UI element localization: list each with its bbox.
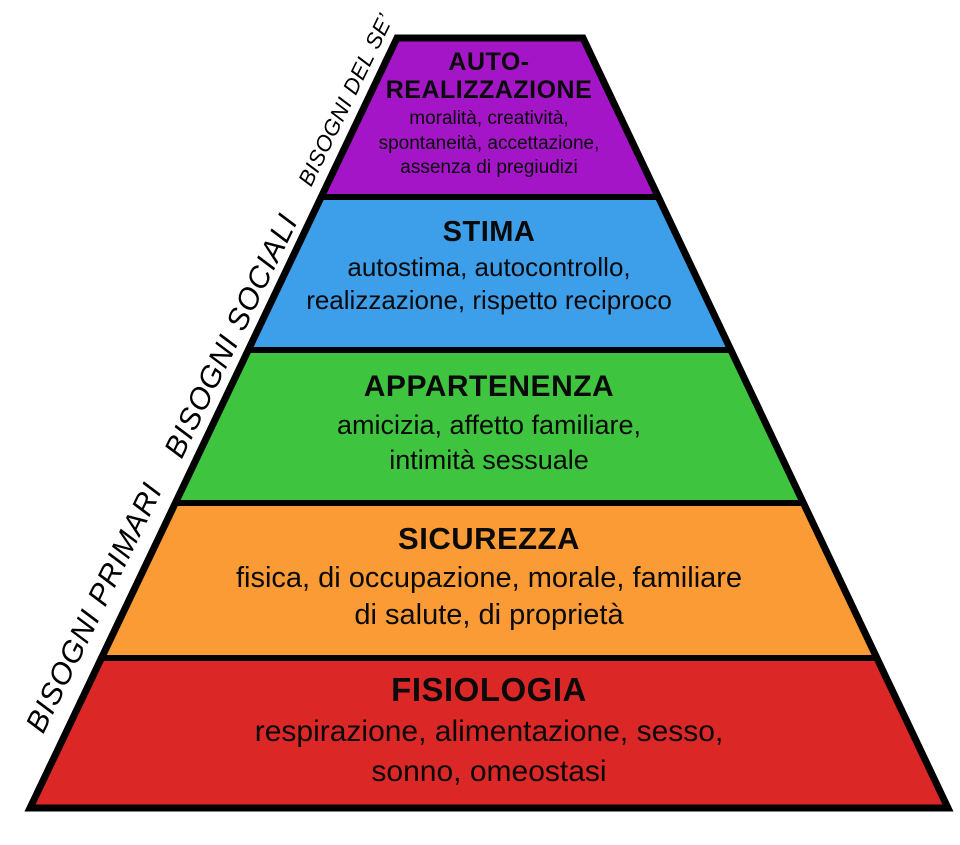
level-shape-auto-realizzazione bbox=[316, 35, 663, 200]
level-shape-fisiologia bbox=[25, 655, 953, 811]
pyramid-outer-border bbox=[24, 34, 954, 812]
level-shape-stima bbox=[243, 194, 736, 353]
level-shape-sicurezza bbox=[96, 500, 882, 661]
level-shape-appartenenza bbox=[170, 347, 808, 506]
